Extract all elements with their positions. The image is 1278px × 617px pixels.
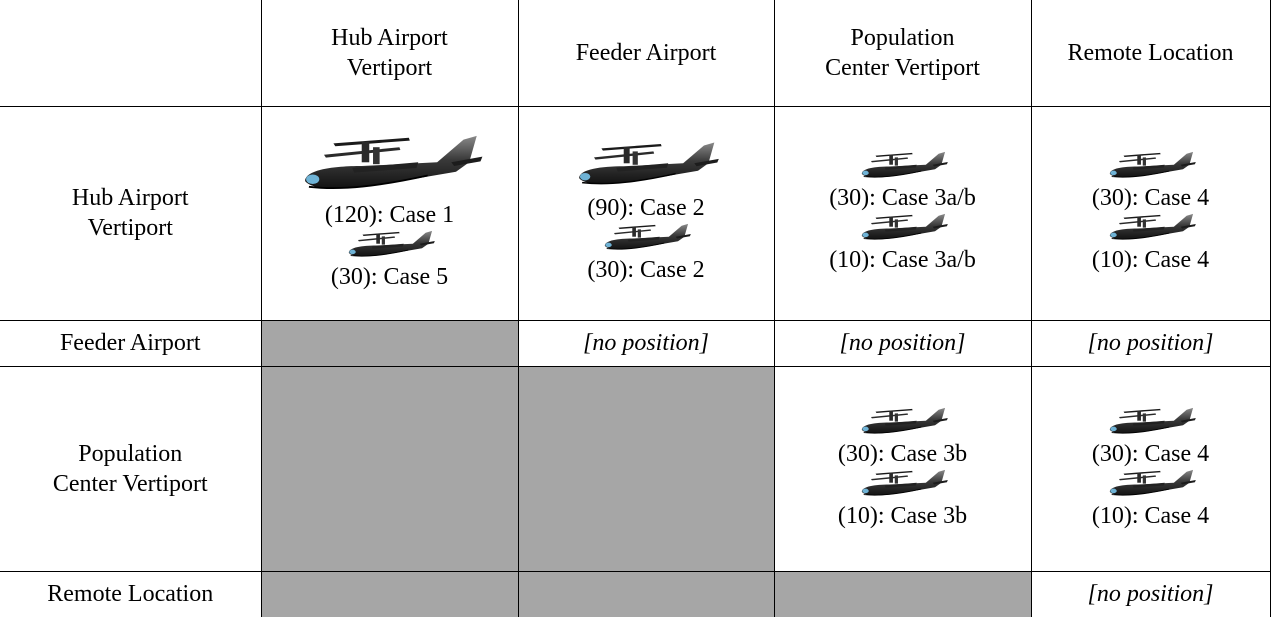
row-header-feeder: Feeder Airport [0,319,262,367]
tiltrotor-aircraft-small-icon [855,151,951,183]
tiltrotor-aircraft-large-icon [295,134,485,200]
cell-remote-population-unused [773,570,1032,617]
cell-feeder-feeder: [no position] [517,319,775,367]
col-header-remote: Remote Location [1030,0,1271,107]
tiltrotor-aircraft-small-icon [1103,407,1199,439]
cell-hub-feeder: (90): Case 2 (30): Case 2 [517,105,775,321]
col-header-feeder-label: Feeder Airport [575,39,717,66]
tiltrotor-aircraft-small-icon [342,230,438,262]
row-header-population-line2: Center Vertiport [52,470,208,497]
row-header-feeder-label: Feeder Airport [59,330,201,356]
col-header-hub: Hub Airport Vertiport [260,0,519,107]
col-header-hub-line1: Hub Airport [331,24,448,51]
tiltrotor-aircraft-small-icon [1103,151,1199,183]
tiltrotor-aircraft-small-icon [1103,469,1199,501]
row-remote: Remote Location [no position] [0,570,1271,617]
row-population: Population Center Vertiport (30): Case 3… [0,365,1271,572]
cell-feeder-hub-unused [260,319,519,367]
cell-feeder-remote: [no position] [1030,319,1271,367]
cell-population-remote: (30): Case 4 (10): Case 4 [1030,365,1271,572]
cell-population-remote-entry2: (10): Case 4 [1091,502,1210,529]
cell-hub-hub-entry1: (120): Case 1 [324,202,455,228]
cell-feeder-population: [no position] [773,319,1032,367]
cell-hub-population: (30): Case 3a/b (10): Case 3a/b [773,105,1032,321]
tiltrotor-aircraft-small-icon [855,469,951,501]
row-header-remote: Remote Location [0,570,262,617]
col-header-hub-line2: Vertiport [346,54,433,81]
cell-hub-remote: (30): Case 4 (10): Case 4 [1030,105,1271,321]
cell-hub-feeder-entry2: (30): Case 2 [587,257,705,283]
cell-population-remote-entry1: (30): Case 4 [1091,440,1210,467]
col-header-remote-label: Remote Location [1067,39,1234,66]
cell-remote-feeder-unused [517,570,775,617]
cell-hub-remote-entry1: (30): Case 4 [1091,185,1210,211]
cell-population-population-entry2: (10): Case 3b [837,502,968,529]
no-position-label: [no position] [582,330,710,356]
col-header-feeder: Feeder Airport [517,0,775,107]
cell-hub-remote-entry2: (10): Case 4 [1091,247,1210,273]
cell-hub-hub: (120): Case 1 (30): Case 5 [260,105,519,321]
row-header-population: Population Center Vertiport [0,365,262,572]
row-hub: Hub Airport Vertiport (120): Case 1 (30)… [0,105,1271,321]
row-header-remote-label: Remote Location [47,581,214,608]
tiltrotor-aircraft-small-icon [1103,213,1199,245]
col-header-population-line2: Center Vertiport [825,54,980,81]
cell-hub-feeder-entry1: (90): Case 2 [587,195,705,221]
no-position-label: [no position] [839,330,966,356]
col-header-population-line1: Population [850,24,955,51]
cell-population-hub-unused [260,365,519,572]
tiltrotor-aircraft-small-icon [855,407,951,439]
no-position-label: [no position] [1087,330,1214,356]
row-header-hub-line1: Hub Airport [71,185,189,211]
cell-population-population-entry1: (30): Case 3b [837,440,968,467]
tiltrotor-aircraft-large-icon [571,141,721,193]
row-header-hub-line2: Vertiport [87,215,173,241]
cell-hub-hub-entry2: (30): Case 5 [330,264,449,290]
cell-population-population: (30): Case 3b (10): Case 3b [773,365,1032,572]
cell-hub-population-entry1: (30): Case 3a/b [829,185,976,211]
tiltrotor-aircraft-small-icon [855,213,951,245]
no-position-label: [no position] [1087,581,1214,608]
cell-hub-population-entry2: (10): Case 3a/b [829,247,976,273]
corner-cell [0,0,262,107]
cell-population-feeder-unused [517,365,775,572]
col-header-population: Population Center Vertiport [773,0,1032,107]
row-header-hub: Hub Airport Vertiport [0,105,262,321]
row-header-population-line1: Population [78,440,183,467]
cell-remote-remote: [no position] [1030,570,1271,617]
header-row: Hub Airport Vertiport Feeder Airport Pop… [0,0,1271,107]
cell-remote-hub-unused [260,570,519,617]
row-feeder: Feeder Airport [no position] [no positio… [0,319,1271,367]
tiltrotor-aircraft-small-icon [598,223,694,255]
